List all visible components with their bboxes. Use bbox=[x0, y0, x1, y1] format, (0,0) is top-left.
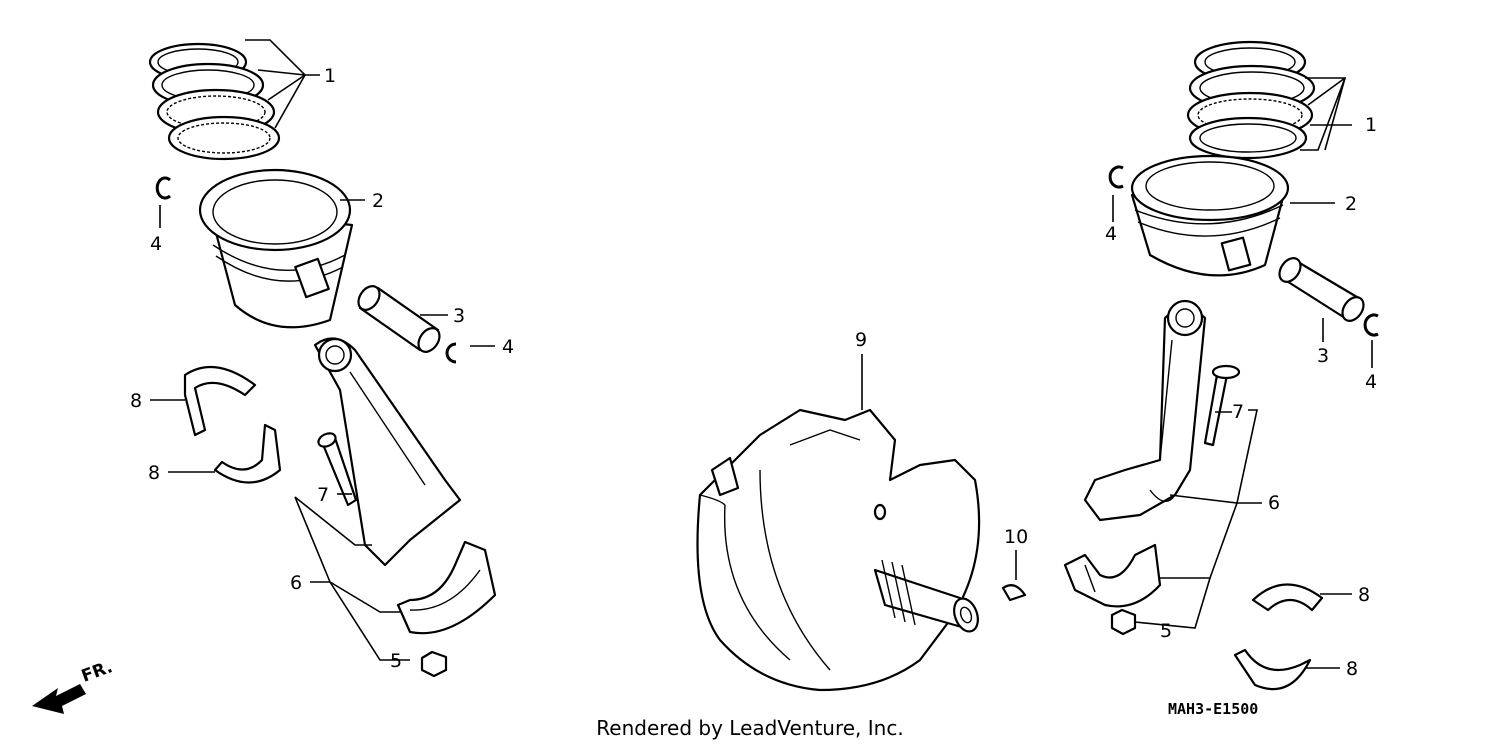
leader-lines-left bbox=[150, 39, 495, 661]
piston-left[interactable] bbox=[198, 168, 354, 329]
callout-right-4-side[interactable]: 4 bbox=[1365, 371, 1377, 393]
piston-pin-left[interactable] bbox=[354, 282, 444, 356]
callout-right-8-lower[interactable]: 8 bbox=[1346, 658, 1358, 680]
piston-rings-left[interactable] bbox=[148, 42, 281, 161]
callout-right-2[interactable]: 2 bbox=[1345, 193, 1357, 215]
callout-left-3[interactable]: 3 bbox=[453, 305, 465, 327]
callout-left-4-side[interactable]: 4 bbox=[502, 336, 514, 358]
piston-rings-right[interactable] bbox=[1186, 40, 1316, 160]
connecting-rod-bolt-left[interactable] bbox=[316, 431, 358, 507]
rod-bearing-left-lower[interactable] bbox=[213, 423, 282, 484]
diagram-code: MAH3-E1500 bbox=[1168, 700, 1258, 718]
connecting-rod-right[interactable] bbox=[1083, 299, 1207, 522]
leader-lines-center bbox=[861, 354, 1017, 580]
callout-center-10[interactable]: 10 bbox=[1004, 526, 1028, 548]
leader-lines-right bbox=[1112, 77, 1373, 669]
piston-pin-clip-right-top[interactable] bbox=[1108, 165, 1124, 189]
piston-pin-clip-left-top[interactable] bbox=[155, 176, 172, 200]
woodruff-key[interactable] bbox=[1001, 584, 1027, 602]
callout-right-7[interactable]: 7 bbox=[1232, 401, 1244, 423]
rod-bearing-left-upper[interactable] bbox=[183, 365, 257, 437]
callout-right-3[interactable]: 3 bbox=[1317, 345, 1329, 367]
callout-left-6[interactable]: 6 bbox=[290, 572, 302, 594]
piston-pin-right[interactable] bbox=[1275, 254, 1368, 325]
callout-left-5[interactable]: 5 bbox=[390, 650, 402, 672]
callout-left-8-lower[interactable]: 8 bbox=[148, 462, 160, 484]
callout-right-6[interactable]: 6 bbox=[1268, 492, 1280, 514]
callout-left-7[interactable]: 7 bbox=[317, 484, 329, 506]
front-marker-label: FR. bbox=[79, 657, 115, 687]
rod-bearing-right-lower[interactable] bbox=[1233, 648, 1312, 691]
callout-left-2[interactable]: 2 bbox=[372, 190, 384, 212]
callout-left-1[interactable]: 1 bbox=[324, 65, 336, 87]
connecting-rod-left[interactable] bbox=[313, 337, 462, 567]
callout-right-4-top[interactable]: 4 bbox=[1105, 223, 1117, 245]
callout-left-4-top[interactable]: 4 bbox=[150, 233, 162, 255]
callout-right-8-upper[interactable]: 8 bbox=[1358, 584, 1370, 606]
connecting-rod-bolt-right[interactable] bbox=[1203, 364, 1241, 447]
piston-pin-clip-right-side[interactable] bbox=[1363, 313, 1379, 337]
credit-text: Rendered by LeadVenture, Inc. bbox=[596, 716, 904, 740]
callout-left-8-upper[interactable]: 8 bbox=[130, 390, 142, 412]
connecting-rod-cap-right[interactable] bbox=[1063, 543, 1162, 608]
callout-center-9[interactable]: 9 bbox=[855, 329, 867, 351]
rod-bearing-right-upper[interactable] bbox=[1251, 583, 1324, 612]
piston-right[interactable] bbox=[1130, 154, 1290, 277]
connecting-rod-nut-left[interactable] bbox=[420, 650, 448, 678]
connecting-rod-cap-left[interactable] bbox=[396, 540, 497, 635]
callout-right-1[interactable]: 1 bbox=[1365, 114, 1377, 136]
callout-right-5[interactable]: 5 bbox=[1160, 620, 1172, 642]
crankshaft[interactable] bbox=[696, 408, 983, 692]
front-direction-arrow bbox=[32, 684, 86, 714]
connecting-rod-nut-right[interactable] bbox=[1110, 608, 1137, 636]
piston-pin-clip-left-side[interactable] bbox=[445, 342, 457, 364]
